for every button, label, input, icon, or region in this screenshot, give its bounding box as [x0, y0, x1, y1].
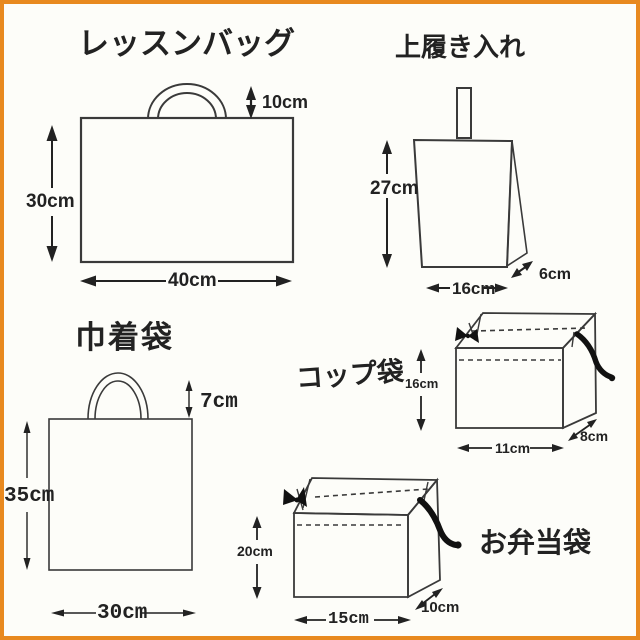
- shoe-bag-depth-arrow: [511, 261, 533, 278]
- bento-bag-depth-dim: 10cm: [421, 599, 460, 616]
- cup-bag-left-bow2: [468, 329, 479, 343]
- lesson-bag-height-arrow: [46, 125, 58, 262]
- shoe-bag-title: 上履き入れ: [395, 32, 526, 62]
- cup-bag-right-notch: [571, 331, 575, 348]
- bento-bag-width-arrow: [294, 616, 411, 624]
- cup-bag-height-arrow: [416, 349, 426, 431]
- lesson-bag-handle-dim: 10cm: [262, 92, 309, 112]
- drawstring-bag-handle-dim: 7cm: [200, 391, 238, 414]
- bento-bag-width-dim: 15cm: [328, 610, 369, 629]
- bento-bag-drawing: [292, 477, 441, 599]
- cup-bag-side-face: [562, 311, 597, 430]
- bento-bag-right-cord: [417, 497, 459, 548]
- bento-bag-title: お弁当袋: [479, 527, 592, 558]
- bento-bag-front-face: [293, 512, 409, 598]
- bento-bag-cords: [283, 487, 462, 549]
- drawstring-bag-handle-arrow: [185, 380, 193, 418]
- cup-bag-width-dim: 11cm: [495, 440, 531, 456]
- bento-bag-depth-arrow: [415, 588, 443, 610]
- shoe-bag-tab: [456, 87, 472, 139]
- shoe-bag-width-arrow: [426, 283, 508, 293]
- shoe-bag-width-dim: 16cm: [452, 279, 496, 298]
- bento-bag-left-bow: [283, 489, 298, 505]
- lesson-bag-body: [79, 116, 295, 264]
- shoe-bag-height-arrow: [382, 140, 392, 268]
- cup-bag-depth-dim: 8cm: [580, 428, 609, 444]
- cup-bag-front-face: [455, 347, 564, 429]
- lesson-bag-height-dim: 30cm: [26, 191, 75, 212]
- drawstring-bag-drawing: [48, 372, 193, 571]
- lesson-bag-handle-outer: [147, 83, 227, 120]
- lesson-bag-handle-inner: [157, 92, 217, 120]
- cup-bag-cords: [455, 327, 616, 382]
- cup-bag-depth-arrow: [568, 419, 597, 441]
- drawstring-bag-handle-inner: [94, 380, 142, 420]
- cup-bag-right-cord: [574, 331, 614, 380]
- drawstring-bag-title: 巾着袋: [75, 320, 174, 355]
- drawstring-bag-width-arrow: [51, 609, 196, 617]
- lesson-bag-width-arrow: [80, 275, 292, 287]
- shoe-bag-gusset: [506, 140, 528, 268]
- cup-bag-height-dim: 16cm: [405, 376, 439, 391]
- shoe-bag-drawing: [412, 87, 528, 268]
- cup-bag-drawing: [454, 311, 598, 430]
- drawstring-bag-height-arrow: [23, 421, 31, 570]
- drawstring-bag-width-dim: 30cm: [97, 602, 148, 625]
- drawstring-bag-height-dim: 35cm: [4, 485, 55, 508]
- lesson-bag-title: レッスンバッグ: [78, 26, 295, 61]
- drawstring-bag-handle-outer: [87, 372, 149, 420]
- cup-bag-top-casing-dash: [471, 327, 589, 332]
- lesson-bag-width-dim: 40cm: [168, 270, 217, 291]
- cup-bag-width-arrow: [457, 444, 564, 452]
- shoe-bag-depth-dim: 6cm: [539, 266, 572, 283]
- shoe-bag-front: [412, 138, 514, 268]
- bento-bag-top-casing-dash: [314, 488, 429, 498]
- drawstring-bag-body: [48, 418, 193, 571]
- lesson-bag-drawing: [79, 83, 295, 264]
- bento-bag-left-bow2: [296, 487, 307, 507]
- bento-bag-height-dim: 20cm: [237, 543, 273, 559]
- shoe-bag-height-dim: 27cm: [370, 178, 419, 199]
- bento-bag-height-arrow: [252, 516, 262, 599]
- cup-bag-left-bow: [455, 327, 468, 341]
- lesson-bag-handle-arrow: [246, 86, 256, 119]
